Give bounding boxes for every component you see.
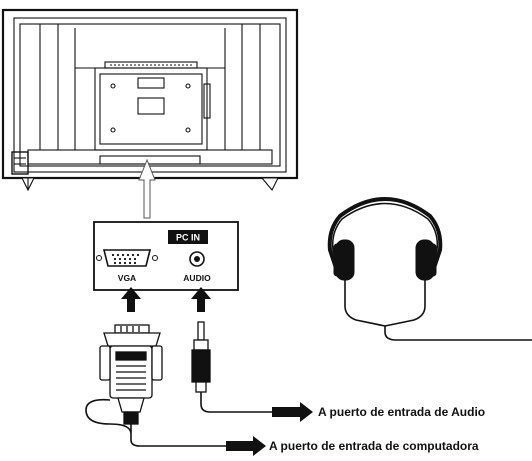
tv-rear-view	[1, 8, 299, 192]
vga-cable-connector	[99, 324, 163, 425]
audio-right-arrow	[272, 402, 313, 422]
hollow-up-arrow	[138, 158, 156, 219]
audio-up-arrow	[191, 287, 211, 312]
audio-jack-icon	[189, 251, 205, 267]
audio-callout-label: A puerto de entrada de Audio	[318, 405, 485, 419]
audio-cable	[200, 392, 272, 413]
pc-in-label: PC IN	[176, 233, 200, 243]
audio-label: AUDIO	[183, 273, 211, 283]
vga-port-icon	[96, 249, 158, 267]
pc-in-badge	[168, 230, 208, 244]
input-panel: PC IN VGA AUDIO	[93, 221, 239, 291]
vga-up-arrow	[121, 287, 141, 312]
computer-callout-label: A puerto de entrada de computadora	[269, 439, 479, 453]
vga-cable	[85, 398, 226, 447]
headphones-icon	[327, 197, 532, 341]
audio-cable-plug	[191, 321, 211, 393]
computer-right-arrow	[226, 436, 266, 456]
vga-label: VGA	[118, 273, 136, 283]
